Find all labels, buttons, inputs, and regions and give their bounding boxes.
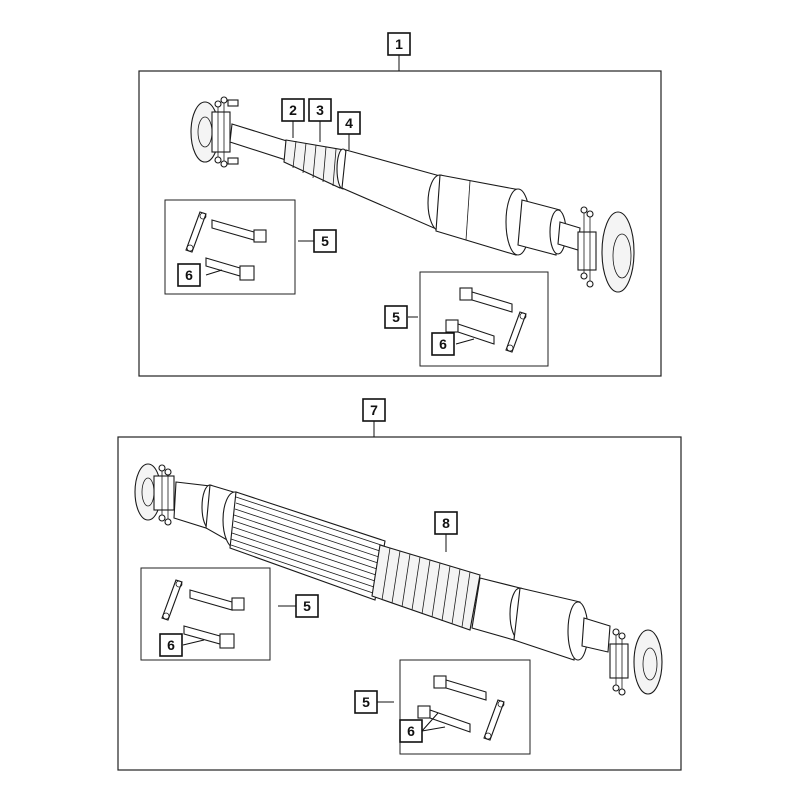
callout-4: 4 (337, 111, 361, 135)
callout-5-d: 5 (354, 690, 378, 714)
callout-6-c: 6 (159, 633, 183, 657)
callout-6-d-label: 6 (407, 723, 415, 739)
callout-1-label: 1 (395, 36, 403, 52)
hardware-kit-box-left (164, 199, 296, 295)
callout-6-c-label: 6 (167, 637, 175, 653)
callout-1: 1 (387, 32, 411, 56)
hardware-kit-box-right (419, 271, 549, 367)
splined-slip-section (222, 491, 386, 601)
left-flange-yoke-rear (134, 463, 175, 526)
hardware-kit-left-rear (161, 579, 245, 649)
callout-5-b: 5 (384, 305, 408, 329)
hardware-kit-box-right-rear (399, 659, 531, 755)
callout-6-b-label: 6 (439, 336, 447, 352)
callout-8-label: 8 (442, 515, 450, 531)
callout-7-label: 7 (370, 402, 378, 418)
callout-2-label: 2 (289, 102, 297, 118)
front-driveshaft (190, 96, 635, 293)
callout-5-c-label: 5 (303, 598, 311, 614)
cv-boot (283, 139, 350, 190)
left-flange-yoke (190, 96, 239, 168)
callout-4-label: 4 (345, 115, 353, 131)
hardware-kit-right-rear (417, 675, 505, 741)
hardware-kit-left (185, 211, 267, 281)
tube-section (427, 174, 531, 256)
bellows-boot (371, 544, 481, 631)
assembly-1-group: 1 2 3 4 5 6 5 6 (138, 32, 662, 377)
assembly-7-frame (117, 436, 682, 771)
callout-5-a: 5 (313, 229, 337, 253)
callout-5-d-label: 5 (362, 694, 370, 710)
assembly-1-frame (138, 70, 662, 377)
callout-6-a-label: 6 (185, 267, 193, 283)
callout-3: 3 (308, 98, 332, 122)
hardware-kit-right (445, 287, 527, 353)
right-flange-yoke (577, 206, 635, 293)
callout-6-a: 6 (177, 263, 201, 287)
callout-3-label: 3 (316, 102, 324, 118)
assembly-7-group: 7 8 5 6 5 6 (117, 398, 682, 771)
callout-5-c: 5 (295, 594, 319, 618)
callout-2: 2 (281, 98, 305, 122)
callout-5-a-label: 5 (321, 233, 329, 249)
callout-7: 7 (362, 398, 386, 422)
hardware-kit-box-left-rear (140, 567, 271, 661)
callout-6-d: 6 (399, 719, 423, 743)
rear-driveshaft (134, 463, 663, 696)
callout-8: 8 (434, 511, 458, 535)
callout-5-b-label: 5 (392, 309, 400, 325)
right-flange-yoke-rear (609, 628, 663, 696)
callout-6-b: 6 (431, 332, 455, 356)
